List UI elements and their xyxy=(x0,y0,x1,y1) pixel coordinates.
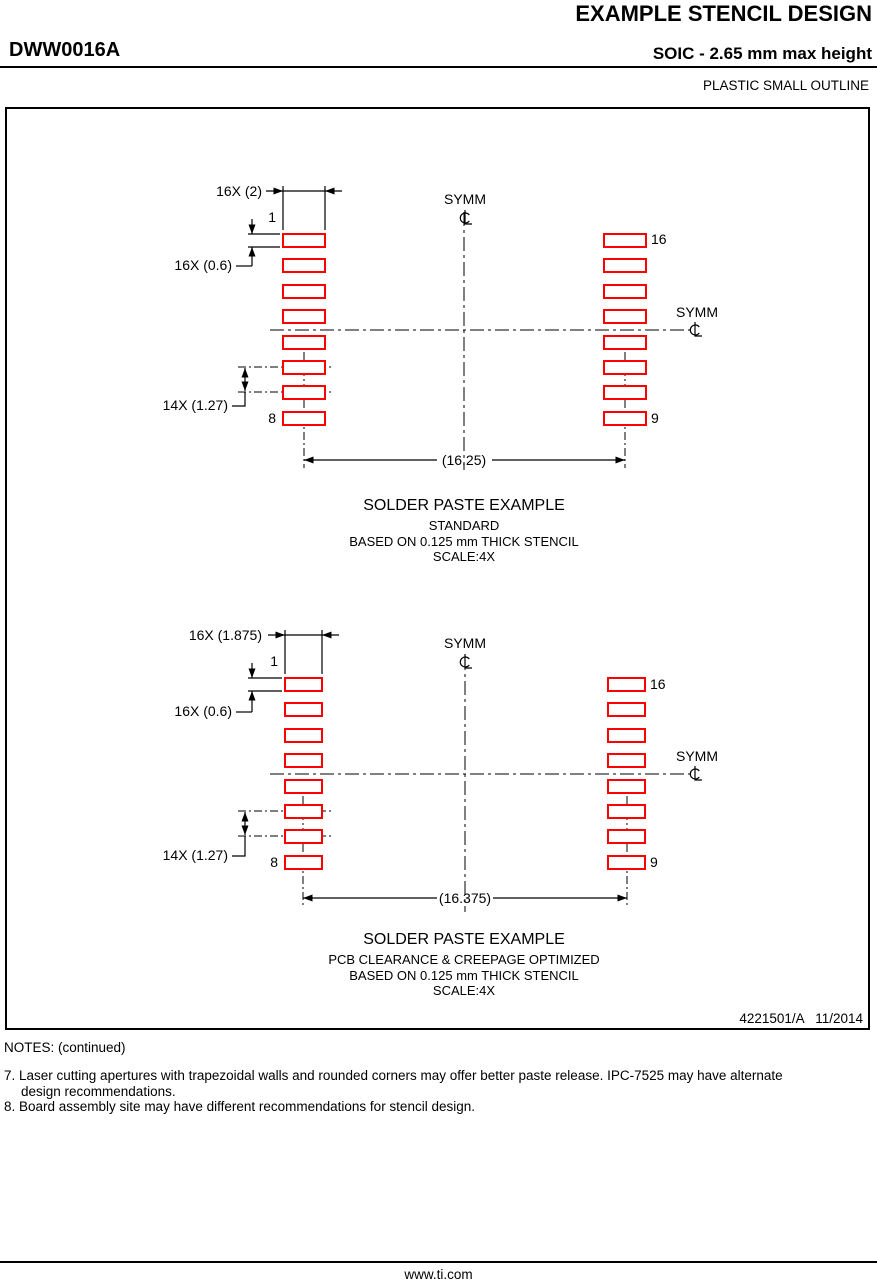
solder-pad xyxy=(282,360,326,375)
solder-pad xyxy=(284,779,323,794)
left-pad-column xyxy=(284,677,323,870)
pin-9-label: 9 xyxy=(650,854,658,870)
solder-pad xyxy=(284,677,323,692)
solder-pad xyxy=(282,258,326,273)
solder-pad xyxy=(282,385,326,400)
dim-label-pitch: 14X (1.27) xyxy=(163,397,228,413)
solder-pad xyxy=(607,829,646,844)
caption-standard: SOLDER PASTE EXAMPLE STANDARD BASED ON 0… xyxy=(164,497,764,565)
symm-right-label: SYMM xyxy=(676,304,718,320)
right-pad-column xyxy=(603,233,647,426)
right-pad-column xyxy=(607,677,646,870)
solder-pad xyxy=(284,753,323,768)
left-pad-column xyxy=(282,233,326,426)
dim-label-pitch: 14X (1.27) xyxy=(163,847,228,863)
span-dimension: (16.375) xyxy=(303,890,627,906)
solder-pad xyxy=(603,309,647,324)
caption-scale: SCALE:4X xyxy=(432,549,496,564)
package-title: SOIC - 2.65 mm max height xyxy=(652,44,872,63)
solder-pad xyxy=(284,702,323,717)
stencil-diagram-standard: 16X (2) 16X (0.6) 14X (1.27) 1 8 16 9 SY… xyxy=(163,183,718,470)
symm-top-label: SYMM xyxy=(444,635,486,651)
pitch-dimension: 14X (1.27) xyxy=(163,368,249,413)
solder-pad xyxy=(284,728,323,743)
drawing-number: 4221501/A 11/2014 xyxy=(739,1011,863,1026)
pitch-dimension: 14X (1.27) xyxy=(163,812,249,863)
solder-pad xyxy=(282,309,326,324)
caption-scale: SCALE:4X xyxy=(432,983,496,998)
caption-title: SOLDER PASTE EXAMPLE xyxy=(363,497,565,514)
centerline-symbol xyxy=(459,654,472,669)
solder-pad xyxy=(607,728,646,743)
solder-pad xyxy=(607,779,646,794)
centerline-symbol xyxy=(689,766,702,781)
dim-label-pad-width: 16X (2) xyxy=(216,183,262,199)
caption-title: SOLDER PASTE EXAMPLE xyxy=(363,931,565,948)
pin-8-label: 8 xyxy=(270,854,278,870)
caption-variant: STANDARD xyxy=(428,518,500,533)
notes-heading: NOTES: (continued) xyxy=(4,1040,126,1055)
pin-9-label: 9 xyxy=(651,410,659,426)
pad-height-dimension: 16X (0.6) xyxy=(174,663,282,719)
pin-16-label: 16 xyxy=(650,676,666,692)
caption-variant: PCB CLEARANCE & CREEPAGE OPTIMIZED xyxy=(328,952,600,967)
part-number: DWW0016A xyxy=(9,39,121,61)
solder-pad xyxy=(284,829,323,844)
pin-1-label: 1 xyxy=(270,653,278,669)
footer-rule xyxy=(0,1261,877,1263)
pad-height-dimension: 16X (0.6) xyxy=(174,219,280,273)
solder-pad xyxy=(607,677,646,692)
caption-optimized: SOLDER PASTE EXAMPLE PCB CLEARANCE & CRE… xyxy=(164,931,764,999)
centerline-symbol xyxy=(689,322,702,337)
solder-pad xyxy=(603,284,647,299)
note-8: 8. Board assembly site may have differen… xyxy=(4,1099,475,1114)
pin-1-label: 1 xyxy=(268,209,276,225)
solder-pad xyxy=(282,233,326,248)
solder-pad xyxy=(607,804,646,819)
dim-label-span: (16.25) xyxy=(442,452,486,468)
stencil-diagram-optimized: 16X (1.875) 16X (0.6) 14X (1.27) 1 8 16 … xyxy=(163,627,718,912)
notes-section: NOTES: (continued) 7. Laser cutting aper… xyxy=(4,1040,804,1115)
solder-pad xyxy=(603,335,647,350)
solder-pad xyxy=(603,385,647,400)
doc-title: EXAMPLE STENCIL DESIGN xyxy=(575,1,872,26)
pin-8-label: 8 xyxy=(268,410,276,426)
solder-pad xyxy=(607,855,646,870)
pin-16-label: 16 xyxy=(651,231,667,247)
symm-top-label: SYMM xyxy=(444,191,486,207)
footer-url[interactable]: www.ti.com xyxy=(404,1267,473,1282)
solder-pad xyxy=(282,335,326,350)
dim-label-pad-height: 16X (0.6) xyxy=(174,257,232,273)
solder-pad xyxy=(282,284,326,299)
centerline-symbol xyxy=(459,210,472,225)
dim-label-pad-width: 16X (1.875) xyxy=(189,627,262,643)
dim-label-span: (16.375) xyxy=(439,890,491,906)
solder-pad xyxy=(282,411,326,426)
span-dimension: (16.25) xyxy=(304,452,625,468)
solder-pad xyxy=(284,855,323,870)
pad-width-dimension: 16X (2) xyxy=(216,183,342,230)
solder-pad xyxy=(603,233,647,248)
caption-stencil-note: BASED ON 0.125 mm THICK STENCIL xyxy=(349,967,579,983)
solder-pad xyxy=(607,702,646,717)
solder-pad xyxy=(284,804,323,819)
drawing-frame xyxy=(5,107,870,1030)
solder-pad xyxy=(603,411,647,426)
solder-pad xyxy=(607,753,646,768)
symm-right-label: SYMM xyxy=(676,748,718,764)
caption-stencil-note: BASED ON 0.125 mm THICK STENCIL xyxy=(349,533,579,549)
note-7: 7. Laser cutting apertures with trapezoi… xyxy=(4,1068,783,1099)
solder-pad xyxy=(603,360,647,375)
solder-pad xyxy=(603,258,647,273)
dim-label-pad-height: 16X (0.6) xyxy=(174,703,232,719)
header-rule xyxy=(0,66,877,68)
package-family: PLASTIC SMALL OUTLINE xyxy=(702,78,869,93)
pad-width-dimension: 16X (1.875) xyxy=(189,627,339,674)
